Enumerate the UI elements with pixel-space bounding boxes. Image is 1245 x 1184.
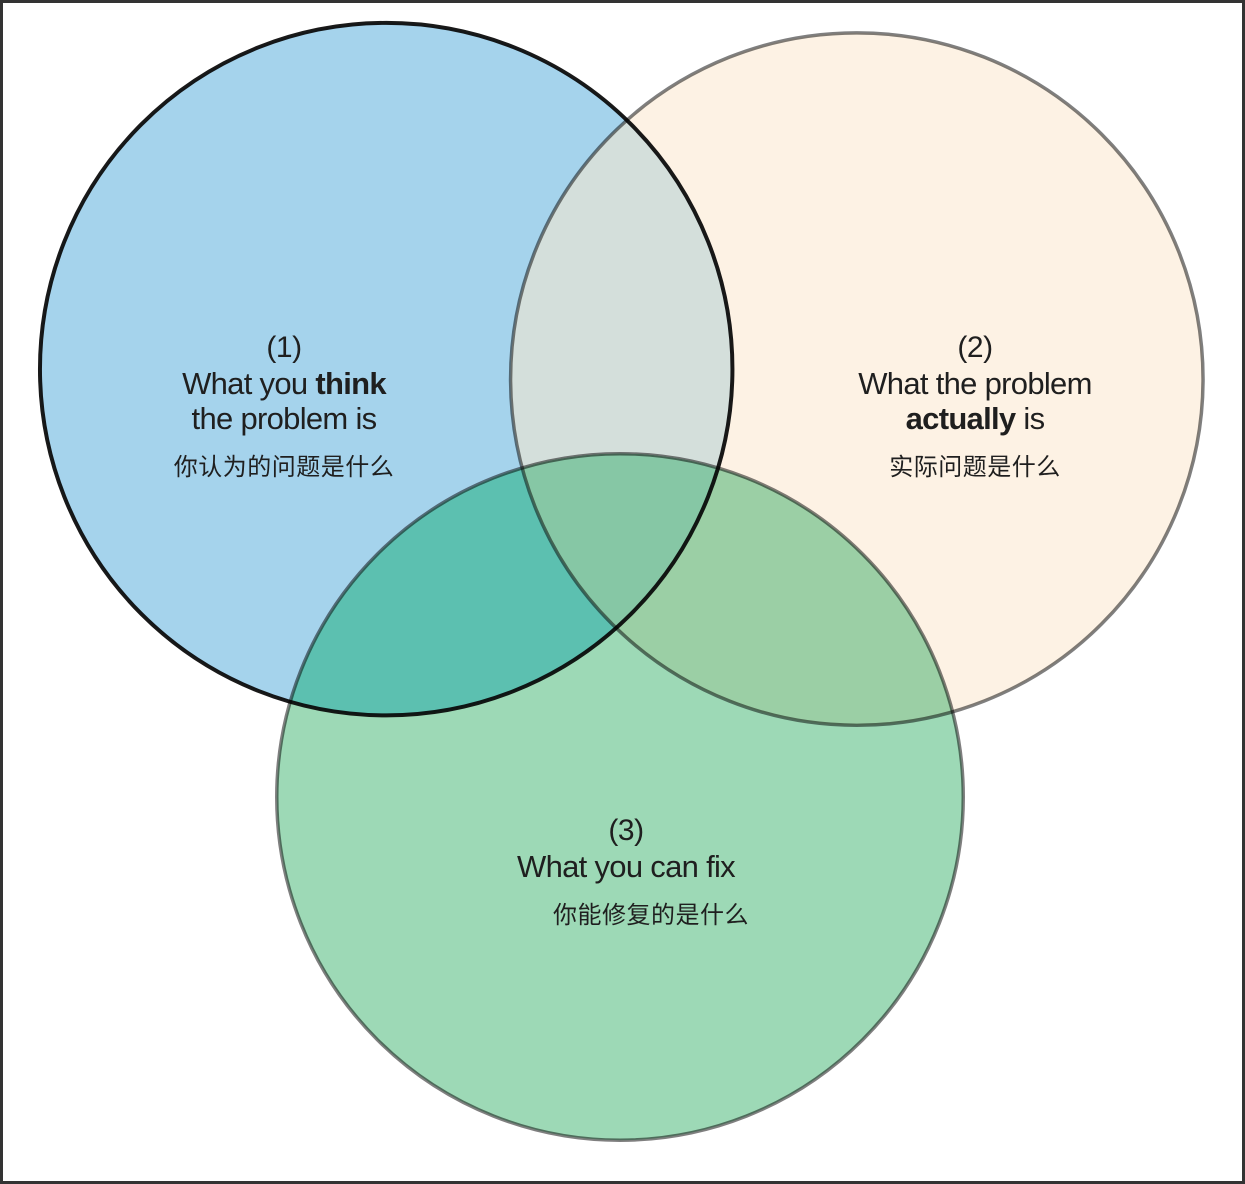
circle3-title: What you can fix — [517, 849, 736, 884]
circle2-label: (2) What the problem actually is 实际问题是什么 — [795, 330, 1155, 483]
circle2-title-line2: actually is — [795, 401, 1155, 436]
circle2-title-bold: actually — [905, 401, 1017, 436]
circle3-subtitle: 你能修复的是什么 — [446, 901, 806, 931]
circle1-title-bold: think — [315, 366, 386, 401]
circle2-subtitle: 实际问题是什么 — [889, 454, 1061, 481]
circle2-title-post: is — [1015, 401, 1045, 436]
venn-diagram — [37, 20, 1205, 1142]
circle1-label: (1) What you think the problem is 你认为的问题… — [104, 330, 464, 483]
circle3-subtitle-text: 你能修复的是什么 — [553, 902, 749, 929]
circle3-number: (3) — [608, 814, 644, 847]
circle3-label: (3) What you can fix 你能修复的是什么 — [446, 813, 806, 931]
circle1-title-line1: What you think — [104, 366, 464, 401]
circle1-subtitle: 你认为的问题是什么 — [173, 454, 395, 481]
circle2-outline — [508, 31, 1205, 728]
circle2-title-line1: What the problem — [858, 366, 1092, 401]
circle3-outline — [275, 451, 966, 1142]
overlap-1-3-region — [276, 453, 733, 716]
circle1-number: (1) — [266, 331, 302, 364]
overlap-2-3-region — [510, 453, 964, 726]
circle1-outline — [37, 20, 735, 718]
circle2-number: (2) — [957, 331, 993, 364]
circle1-title-line2: the problem is — [191, 401, 378, 436]
circle1-title-pre: What you — [182, 366, 316, 401]
